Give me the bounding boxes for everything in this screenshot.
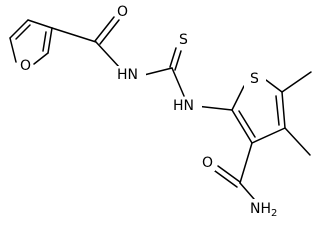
bond-furan-o-c2 <box>9 37 17 63</box>
bond-carbonyl-double-b <box>99 19 120 45</box>
carboxamide-nh-text: NH <box>250 201 271 217</box>
atom-labels: O O HN S HN S O NH2 <box>18 3 287 219</box>
bond-cs-to-nh2 <box>171 67 185 97</box>
thiophene-sulfur-label: S <box>250 71 259 87</box>
bond-carbonyl-to-nh1 <box>95 41 121 69</box>
bond-carbonyl-double-a <box>94 16 115 42</box>
bond-furan-to-carbonyl <box>51 27 97 43</box>
bond-thiophene-c5-s <box>265 79 283 93</box>
carboxamide-oxygen-label: O <box>202 155 213 171</box>
furan-oxygen-label: O <box>20 58 31 74</box>
molecule-structure: O O HN S HN S O NH2 <box>9 3 312 219</box>
bond-thiophene-c4-c5-inner <box>275 95 280 126</box>
bond-methyl-c5 <box>281 71 312 93</box>
thione-sulfur-label: S <box>179 32 188 48</box>
bond-furan-c2-c3 <box>9 19 29 39</box>
carbonyl-oxygen-label: O <box>117 4 128 20</box>
bond-methyl-c4 <box>284 127 311 156</box>
bond-furan-c5-o <box>33 52 49 65</box>
bonds <box>9 16 312 200</box>
carboxamide-nh2-label: NH2 <box>250 201 277 219</box>
amide-nh-2-label: HN <box>173 98 194 114</box>
bond-amide-double-a <box>217 165 241 183</box>
bond-furan-c2-c3-inner <box>15 24 31 40</box>
structure-canvas: O O HN S HN S O NH2 <box>9 3 312 219</box>
bond-thiophene-c4-c5 <box>281 91 286 129</box>
amide-nh-1-label: HN <box>117 67 138 83</box>
bond-amide-to-nh2 <box>239 182 255 200</box>
bond-furan-c4-c5-inner <box>42 31 47 52</box>
bond-furan-c3-c4 <box>27 19 53 29</box>
bond-furan-c4-c5 <box>47 27 53 54</box>
bond-thiophene-c2-c3 <box>231 109 253 144</box>
bond-cs-double-a <box>169 47 177 68</box>
bond-c3-to-amide-c <box>239 142 253 184</box>
nh2-subscript: 2 <box>271 208 277 219</box>
bond-nh1-to-cs <box>143 67 173 76</box>
bond-thiophene-s-c2 <box>231 85 245 111</box>
bond-thiophene-c2-c3-inner <box>238 110 256 138</box>
bond-thiophene-c3-c4 <box>251 127 286 144</box>
bond-cs-double-b <box>174 50 182 71</box>
bond-amide-double-b <box>214 170 238 188</box>
